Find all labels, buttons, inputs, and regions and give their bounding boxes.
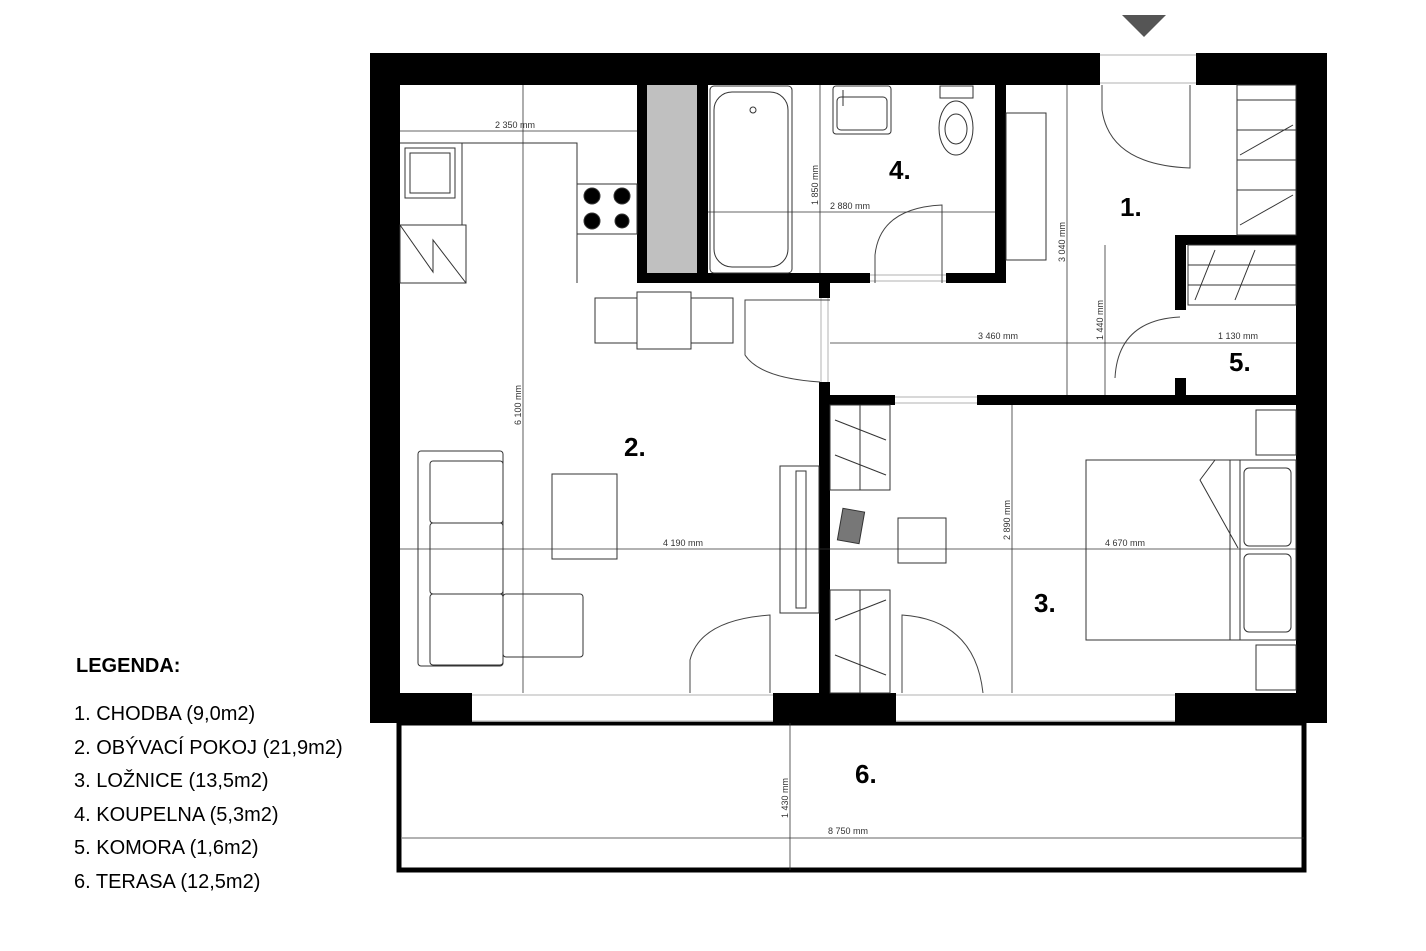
room-label-3: 3. (1034, 588, 1056, 618)
room-label-2: 2. (624, 432, 646, 462)
dim-bath-width: 2 880 mm (830, 201, 870, 211)
room-label-6: 6. (855, 759, 877, 789)
sofa (417, 450, 584, 667)
terrace-outline (396, 720, 1307, 873)
dim-hall-width: 3 460 mm (978, 331, 1018, 341)
komora-shelves (1187, 244, 1297, 306)
legend-item: 5. KOMORA (1,6m2) (74, 837, 259, 859)
legend-item: 3. LOŽNICE (13,5m2) (74, 770, 269, 792)
dim-terrace-depth: 1 430 mm (780, 778, 790, 818)
laptop-icon (836, 507, 866, 545)
wardrobe-hall (1236, 84, 1297, 236)
dim-living-height: 6 100 mm (513, 385, 523, 425)
legend-item: 6. TERASA (12,5m2) (74, 870, 261, 893)
dining-table (594, 291, 734, 350)
room-label-1: 1. (1120, 192, 1142, 222)
legend-item: 2. OBÝVACÍ POKOJ (21,9m2) (74, 736, 343, 759)
walls (370, 53, 1327, 723)
dim-kitchen-width: 2 350 mm (495, 120, 535, 130)
desk-chair (897, 517, 947, 564)
dim-bedroom-height: 2 890 mm (1002, 500, 1012, 540)
dim-terrace-width: 8 750 mm (828, 826, 868, 836)
dim-komora-width: 1 130 mm (1218, 331, 1258, 341)
windows (472, 54, 1196, 722)
legend-item: 4. KOUPELNA (5,3m2) (74, 803, 279, 826)
legend: LEGENDA: 1. CHODBA (9,0m2) 2. OBÝVACÍ PO… (74, 655, 343, 899)
bed (1085, 459, 1297, 641)
dim-hall-height: 3 040 mm (1057, 222, 1067, 262)
nightstand (1255, 644, 1297, 691)
legend-title: LEGENDA: (76, 655, 181, 677)
toilet-icon (938, 85, 974, 156)
bathtub-icon (709, 85, 793, 274)
dim-komora-height: 1 440 mm (1095, 300, 1105, 340)
dim-bedroom-width: 4 670 mm (1105, 538, 1145, 548)
bedroom-wardrobe (829, 404, 891, 694)
dim-bath-height: 1 850 mm (810, 165, 820, 205)
nightstand (1255, 409, 1297, 456)
kitchen-counter (399, 142, 638, 284)
doors (689, 85, 1191, 694)
legend-item: 1. CHODBA (9,0m2) (74, 703, 256, 725)
dim-living-width: 4 190 mm (663, 538, 703, 548)
installation-shaft (647, 85, 697, 273)
sink-icon (832, 85, 892, 135)
tv-unit (779, 465, 820, 614)
room-label-5: 5. (1229, 347, 1251, 377)
coffee-table (551, 473, 618, 560)
hall-cabinet (1005, 112, 1047, 261)
entrance-arrow-icon (1122, 15, 1166, 37)
stove-icon (583, 187, 631, 230)
dimension-lines (400, 85, 1304, 870)
room-label-4: 4. (889, 155, 911, 185)
